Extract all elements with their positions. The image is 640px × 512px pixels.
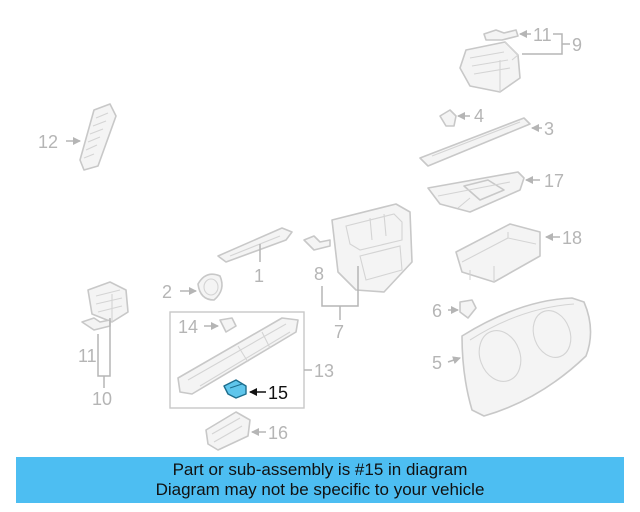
part-10-side-vent: [87, 281, 129, 323]
callout-17: 17: [544, 171, 564, 191]
callout-14: 14: [178, 317, 198, 337]
callout-1: 1: [254, 266, 264, 286]
group-13-box: [169, 311, 305, 409]
part-8-clip: [303, 235, 331, 251]
part-4-clip: [439, 109, 457, 127]
part-9-air-vent: [459, 41, 521, 93]
callout-5: 5: [432, 353, 442, 373]
callout-18: 18: [562, 228, 582, 248]
part-3-trim-strip: [419, 117, 531, 167]
banner-line-1: Part or sub-assembly is #15 in diagram: [172, 460, 468, 479]
part-15-highlighted: [223, 379, 247, 399]
bracket-10: [97, 318, 111, 388]
callout-9: 9: [572, 35, 582, 55]
callout-3: 3: [544, 119, 554, 139]
part-5-cluster-bezel: [461, 297, 592, 417]
callout-4: 4: [474, 106, 484, 126]
callout-8: 8: [314, 264, 324, 284]
callout-7: 7: [334, 322, 344, 342]
part-6-clip: [459, 299, 477, 319]
callout-13: 13: [314, 361, 334, 381]
bracket-9: [553, 33, 570, 55]
callout-11-top: 11: [533, 25, 552, 45]
part-17-bracket: [427, 171, 525, 213]
leader-5: [447, 356, 461, 365]
part-12-vent-grille: [79, 103, 117, 171]
part-18-airbag-module: [455, 223, 541, 283]
part-16-glove-box: [205, 411, 251, 451]
part-11-clip-top: [483, 29, 519, 41]
part-2-round-vent: [197, 273, 223, 301]
part-1-dash-trim: [217, 227, 293, 263]
part-14-clip: [219, 317, 237, 333]
callout-11-left: 11: [78, 346, 97, 366]
callout-15: 15: [268, 383, 288, 403]
part-center-panel: [331, 203, 413, 293]
info-banner: Part or sub-assembly is #15 in diagram D…: [16, 457, 624, 503]
callout-10: 10: [92, 389, 112, 409]
callout-2: 2: [162, 282, 172, 302]
bracket-7: [321, 266, 359, 320]
callout-12: 12: [38, 132, 58, 152]
banner-line-2: Diagram may not be specific to your vehi…: [155, 480, 485, 499]
callout-16: 16: [268, 423, 288, 443]
part-13-trim-panel: [177, 317, 299, 395]
callout-6: 6: [432, 301, 442, 321]
